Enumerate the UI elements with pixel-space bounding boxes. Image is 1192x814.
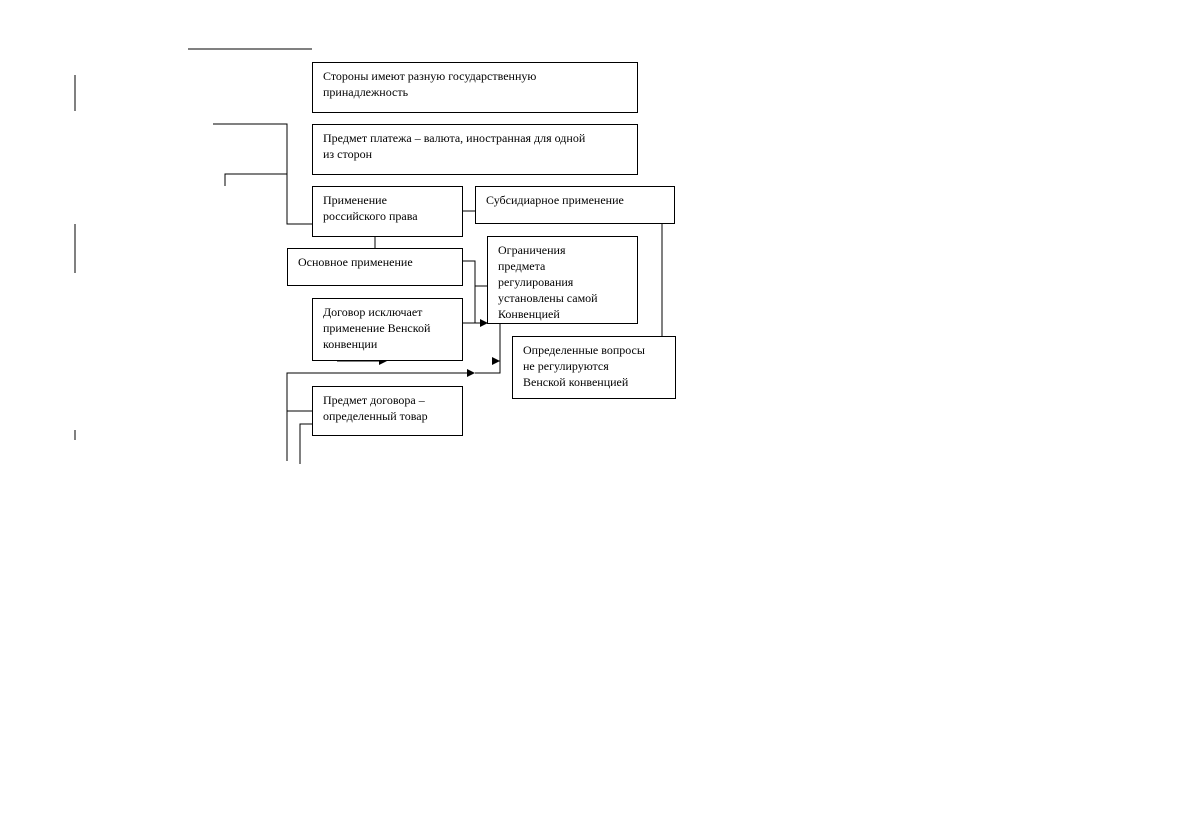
arrowhead-restrictions	[480, 319, 488, 327]
connector-left-branch	[224, 173, 287, 186]
connector-goods-down	[299, 423, 312, 464]
box-payment-currency: Предмет платежа – валюта, иностранная дл…	[312, 124, 638, 175]
connector-main-right	[463, 260, 476, 324]
connector-lower-bracket	[286, 372, 468, 461]
box-contract-excludes-convention: Договор исключает применение Венской кон…	[312, 298, 463, 361]
arrowhead-lower	[467, 369, 475, 377]
connector-right-vertical	[475, 323, 501, 374]
box-convention-restrictions: Ограничения предмета регулирования устан…	[487, 236, 638, 324]
box-subsidiary-application: Субсидиарное применение	[475, 186, 675, 224]
arrowhead-questions	[492, 357, 500, 365]
box-russian-law-application: Применение российского права	[312, 186, 463, 237]
box-unregulated-questions: Определенные вопросы не регулируются Вен…	[512, 336, 676, 399]
box-main-application: Основное применение	[287, 248, 463, 286]
box-contract-subject-goods: Предмет договора – определенный товар	[312, 386, 463, 436]
box-parties-nationality: Стороны имеют разную государственную при…	[312, 62, 638, 113]
